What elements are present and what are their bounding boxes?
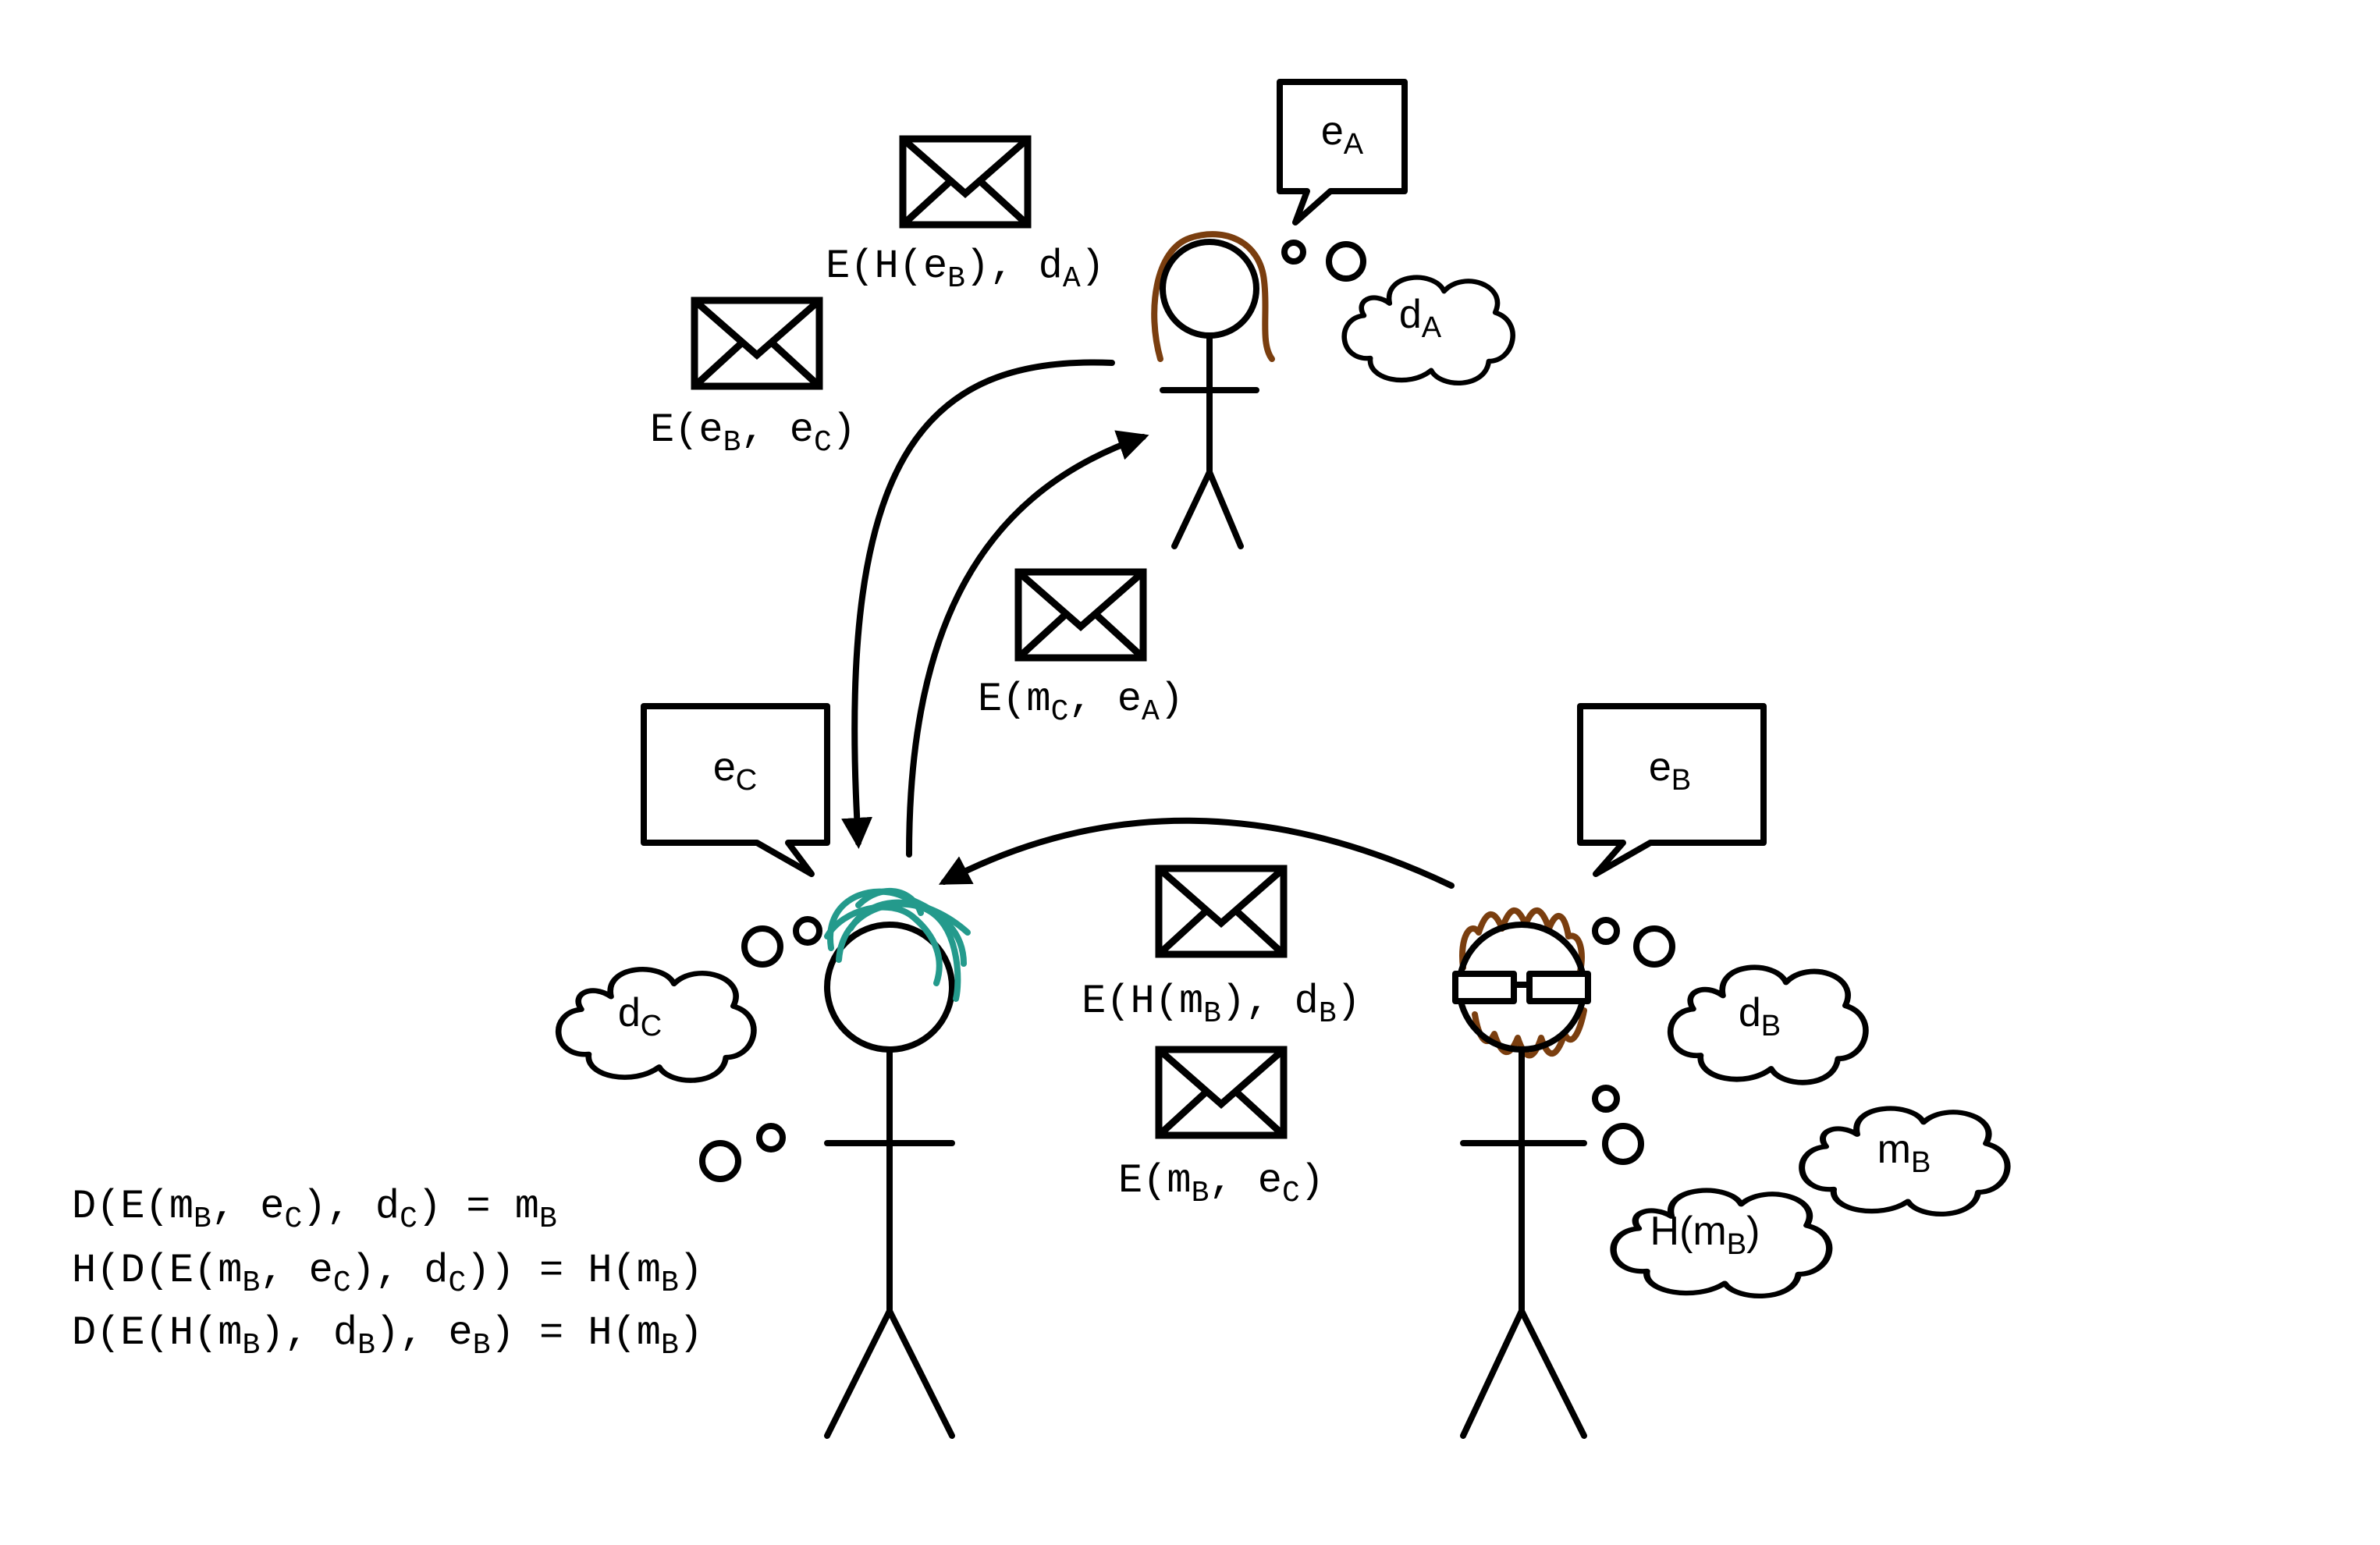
carol-speech-bubble: eC	[641, 703, 830, 877]
carol-speech-sub: C	[736, 764, 757, 797]
envelope-icon	[1159, 1050, 1284, 1135]
alice-figure	[1151, 231, 1275, 549]
message-bob-enc: E(mB, eC)	[1118, 1050, 1324, 1210]
bob-body	[1460, 1046, 1587, 1439]
carol-thought-cloud: dC	[559, 916, 822, 1182]
message-alice-enc: E(eB, eC)	[650, 300, 856, 460]
bob-thought-3-text: m	[1693, 1209, 1726, 1254]
alice-thought-sub: A	[1422, 311, 1442, 344]
alice-body	[1160, 332, 1259, 549]
bob-thought-2-sub: B	[1911, 1146, 1931, 1179]
carol-thought-text: d	[618, 990, 641, 1035]
bob-thought-1-sub: B	[1761, 1010, 1781, 1042]
svg-text:H(mB): H(mB)	[1650, 1209, 1760, 1261]
arrows	[841, 359, 1455, 889]
carol-thought-sub: C	[641, 1010, 662, 1042]
bob-figure	[1452, 907, 1591, 1439]
equation-2: H(D(E(mB, eC), dC)) = H(mB)	[72, 1248, 703, 1300]
envelope-icon	[1159, 868, 1284, 954]
alice-speech-sub: A	[1344, 128, 1364, 161]
arrow-bob-to-carol	[938, 817, 1455, 889]
bob-thought-2-text: m	[1877, 1127, 1911, 1172]
alice-speech-text: e	[1321, 108, 1344, 154]
svg-text:E(mB, eC): E(mB, eC)	[1118, 1158, 1324, 1210]
svg-text:E(eB, eC): E(eB, eC)	[650, 407, 856, 460]
carol-body	[824, 1046, 955, 1439]
equation-3: D(E(H(mB), dB), eB) = H(mB)	[72, 1310, 703, 1362]
bob-thought-3-sub: B	[1727, 1228, 1746, 1261]
alice-thought-text: d	[1399, 292, 1422, 337]
svg-text:eA: eA	[1321, 108, 1364, 161]
bob-speech-text: e	[1649, 744, 1671, 790]
svg-text:dA: dA	[1399, 292, 1442, 344]
arrow-carol-to-alice	[906, 430, 1149, 858]
svg-text:dB: dB	[1739, 990, 1781, 1042]
alice-thought-cloud: dA	[1281, 240, 1513, 383]
carol-hair	[824, 888, 971, 1002]
svg-text:eB: eB	[1649, 744, 1691, 797]
bob-speech-sub: B	[1671, 764, 1691, 797]
equation-1: D(E(mB, eC), dC) = mB	[72, 1184, 557, 1236]
alice-speech-bubble: eA	[1277, 79, 1408, 226]
svg-text:E(H(eB), dA): E(H(eB), dA)	[826, 243, 1105, 296]
bob-thought-1-text: d	[1739, 990, 1761, 1035]
arrow-alice-to-carol	[841, 359, 1115, 849]
verification-equations: D(E(mB, eC), dC) = mB H(D(E(mB, eC), dC)…	[72, 1184, 703, 1362]
bob-speech-bubble: eB	[1577, 703, 1767, 877]
svg-text:eC: eC	[713, 744, 757, 797]
svg-text:E(mC, eA): E(mC, eA)	[978, 677, 1184, 729]
bob-thought-3-post: )	[1746, 1209, 1760, 1254]
envelope-icon	[903, 139, 1028, 225]
message-bob-sign: E(H(mB), dB)	[1082, 868, 1361, 1031]
carol-figure	[824, 888, 971, 1439]
carol-speech-text: e	[713, 744, 736, 790]
alice-hair	[1151, 231, 1275, 362]
glasses-icon	[1452, 971, 1591, 1004]
message-alice-sign: E(H(eB), dA)	[826, 139, 1105, 296]
svg-text:E(H(mB), dB): E(H(mB), dB)	[1082, 978, 1361, 1031]
svg-text:mB: mB	[1877, 1127, 1931, 1179]
bob-thought-clouds: dB mB H(mB)	[1592, 917, 2008, 1296]
svg-text:dC: dC	[618, 990, 662, 1042]
envelope-icon	[694, 300, 819, 386]
message-carol-to-alice: E(mC, eA)	[978, 572, 1184, 729]
alice-head	[1160, 239, 1259, 339]
bob-thought-3-pre: H(	[1650, 1209, 1694, 1254]
envelope-icon	[1018, 572, 1143, 658]
